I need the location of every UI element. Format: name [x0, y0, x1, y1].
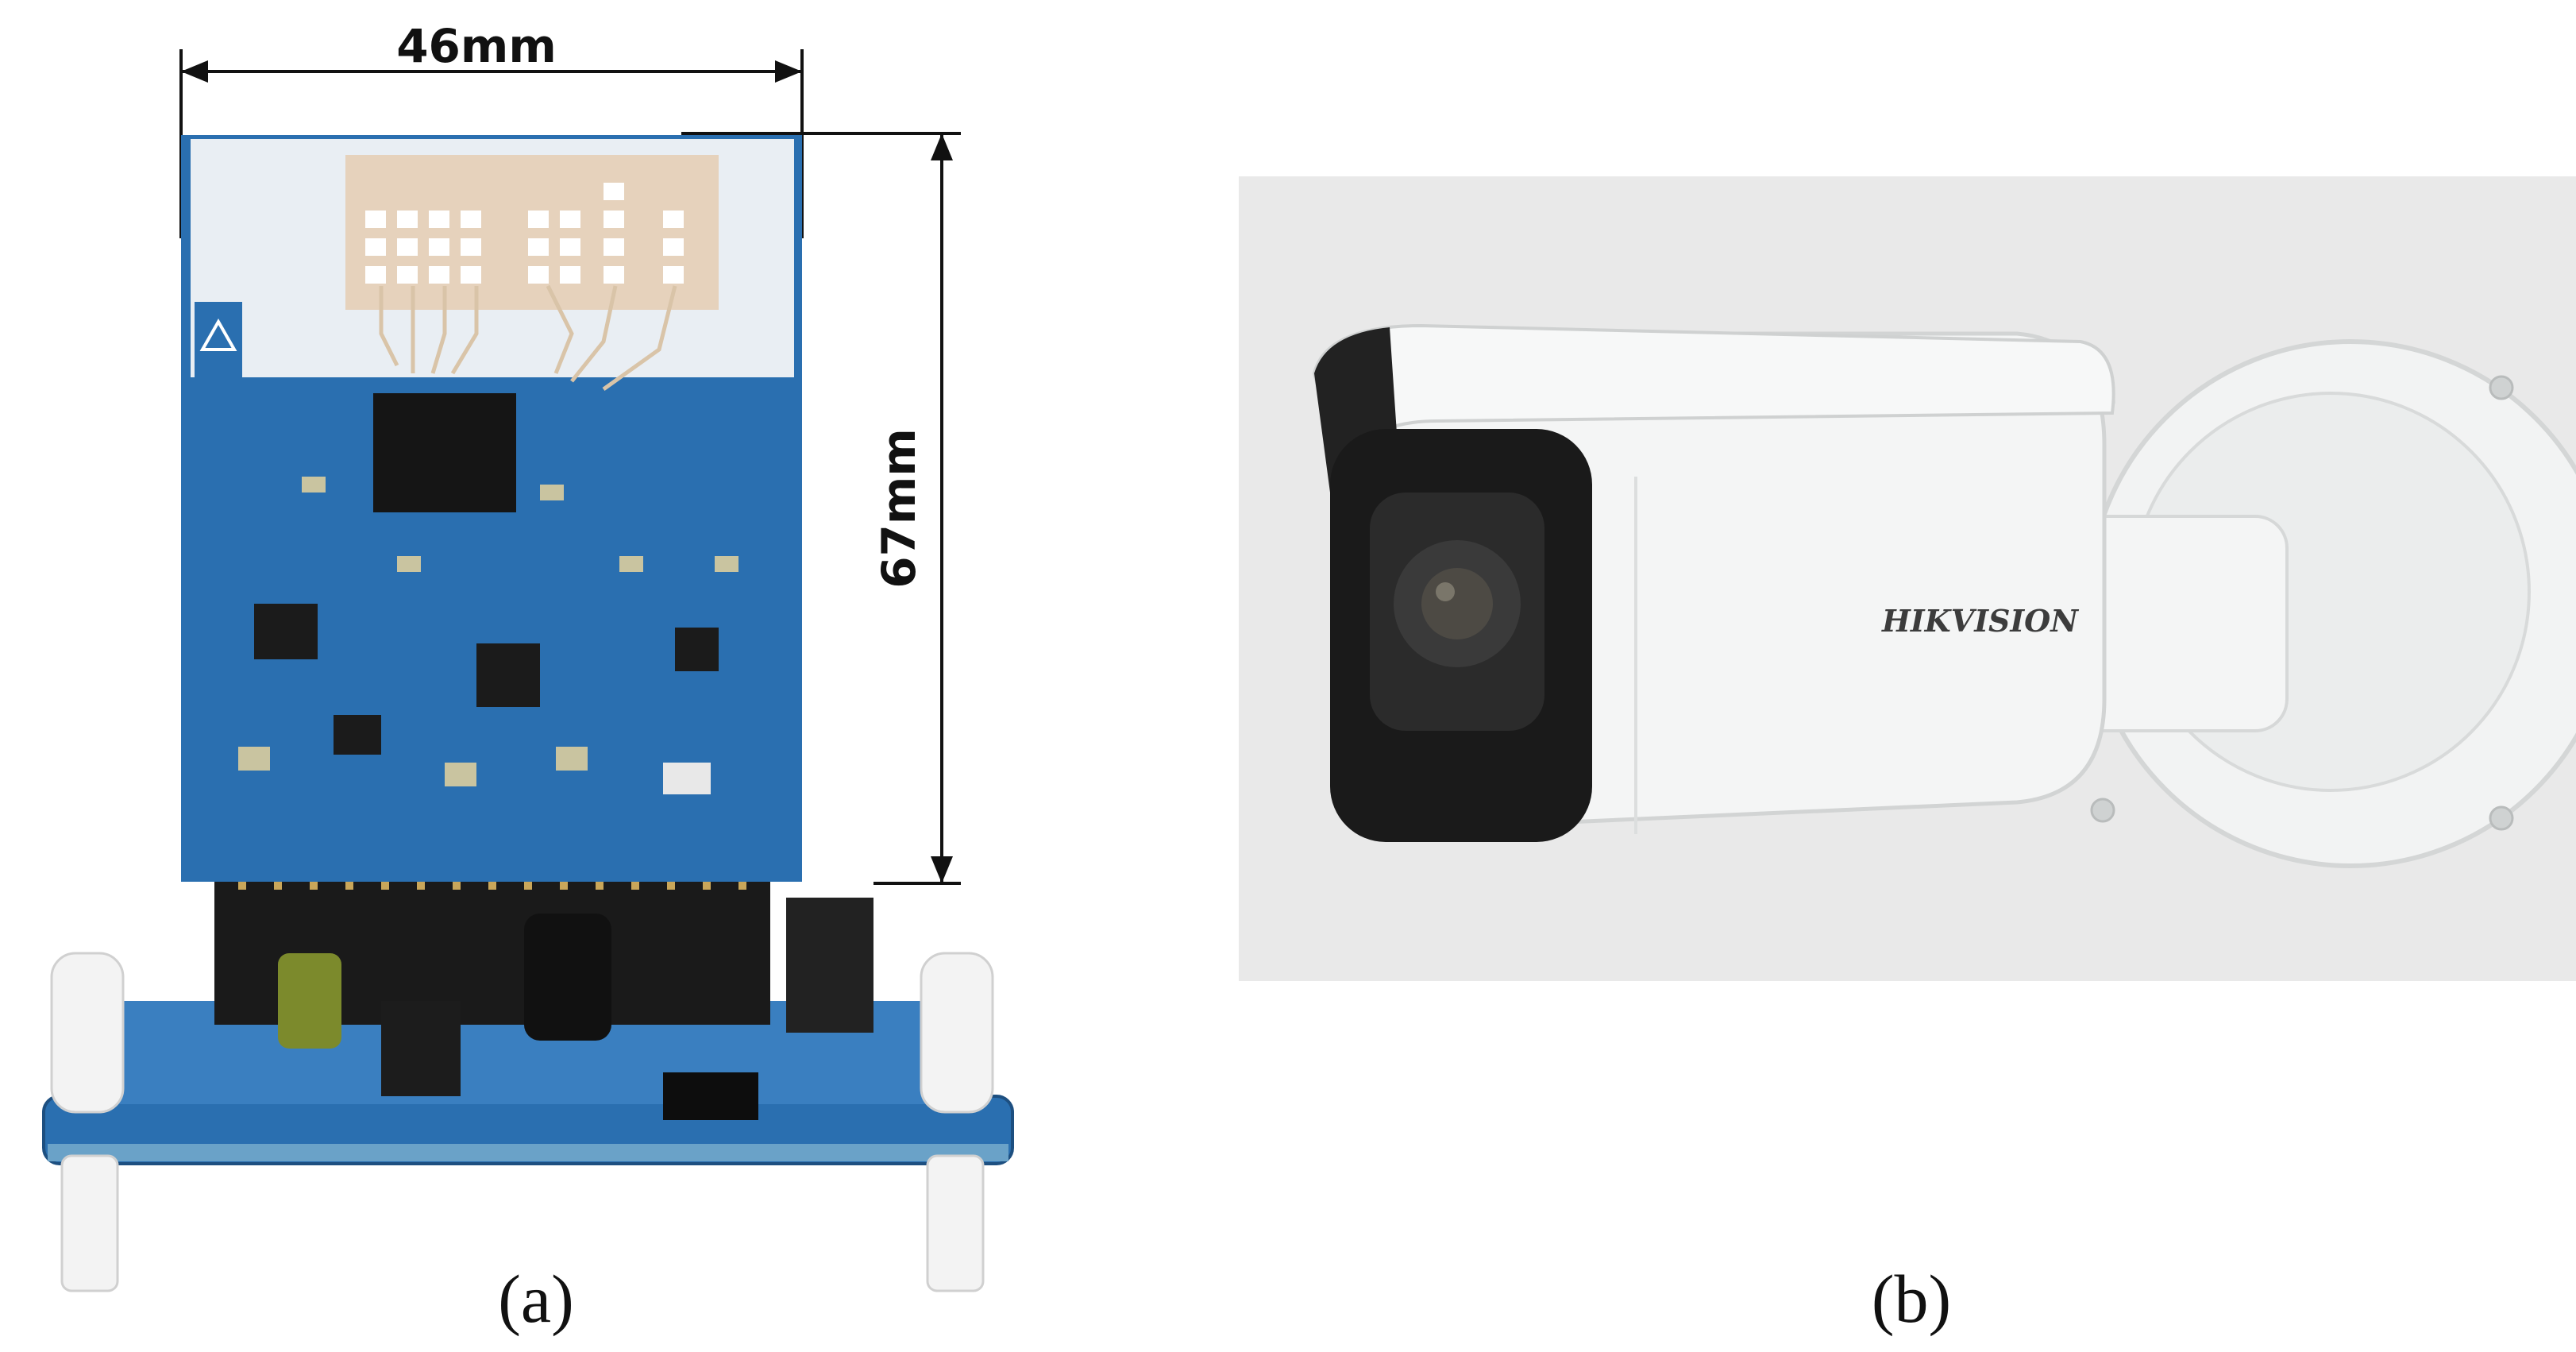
width-dimension-label: 46mm: [396, 19, 557, 73]
bullet-camera-photo: HIKVISION: [1239, 176, 2576, 981]
capacitor: [524, 914, 611, 1041]
antenna-patches: [345, 155, 719, 310]
radar-module-panel: 46mm 67mm: [0, 0, 1112, 1352]
panel-b-caption: (b): [1871, 1261, 1952, 1337]
radar-module-photo: 46mm 67mm: [42, 19, 1014, 1292]
panel-a-caption: (a): [498, 1261, 574, 1337]
brand-logo: HIKVISION: [1881, 603, 2079, 639]
radar-chip: [373, 393, 516, 512]
capacitor: [278, 953, 341, 1049]
camera-panel: HIKVISION: [1239, 0, 2576, 1352]
standoffs: [50, 952, 994, 1292]
height-dimension-label: 67mm: [872, 428, 926, 589]
